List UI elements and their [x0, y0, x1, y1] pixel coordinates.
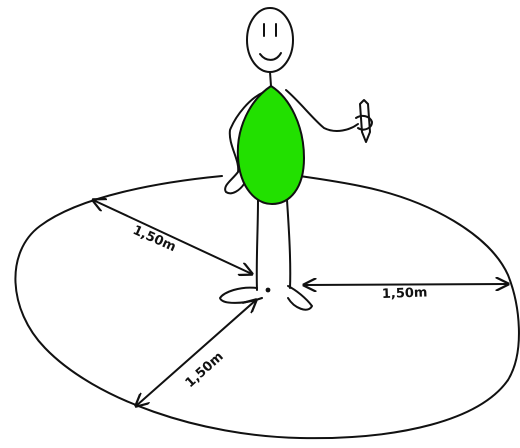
- floor-ellipse: [15, 176, 519, 438]
- right-radius-label: 1,50m: [382, 285, 428, 302]
- smile: [260, 53, 281, 60]
- right-leg: [287, 200, 290, 288]
- lower-left-radius-label: 1,50m: [183, 349, 227, 391]
- pen-icon: [360, 100, 370, 142]
- lower-left-radius-arrow: [136, 300, 256, 406]
- right-radius-arrow: [304, 284, 508, 285]
- left-leg: [257, 200, 258, 290]
- neck: [270, 72, 271, 86]
- right-foot: [288, 286, 312, 310]
- upper-left-radius-arrow: [93, 200, 252, 274]
- head: [247, 8, 293, 72]
- center-point: [266, 288, 271, 293]
